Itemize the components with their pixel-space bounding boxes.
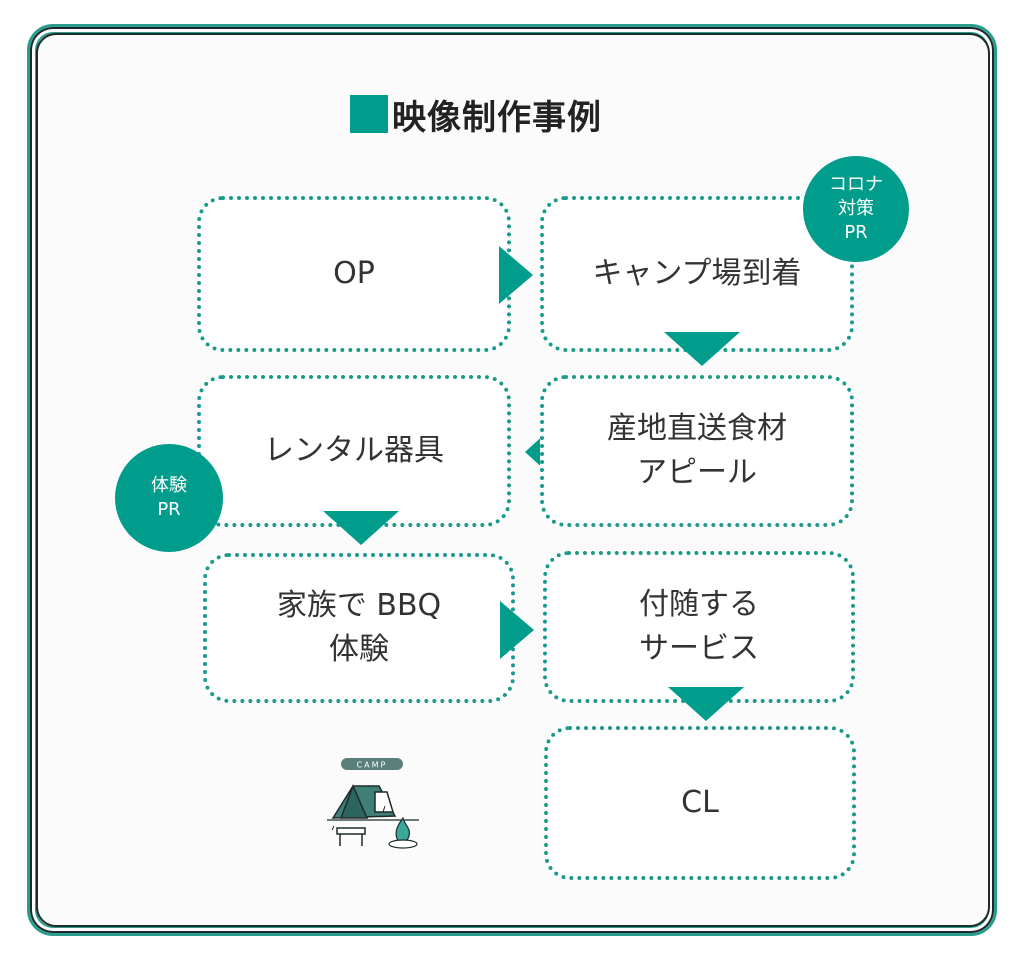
page-title: 映像制作事例	[350, 92, 602, 138]
step-bbq-line: 家族で BBQ	[276, 588, 442, 623]
step-local-food: 産地直送食材 アピール	[540, 375, 854, 527]
camp-tent-icon: CAMP	[327, 758, 419, 849]
badge-line: 対策	[838, 198, 874, 219]
badge-corona-pr: コロナ 対策 PR	[803, 156, 909, 262]
badge-line: 体験	[151, 475, 187, 496]
step-rental: レンタル器具	[197, 375, 511, 527]
step-bbq-line: 体験	[329, 632, 389, 667]
badge-line: コロナ	[829, 174, 883, 195]
step-bbq: 家族で BBQ 体験	[203, 553, 515, 703]
arrow-down-icon	[668, 687, 744, 721]
step-rental-label: レンタル器具	[264, 433, 444, 468]
step-services-line: サービス	[639, 631, 759, 666]
arrow-right-icon	[500, 601, 534, 659]
arrow-down-icon	[323, 511, 399, 545]
arrow-right-icon	[499, 246, 533, 304]
step-cl: CL	[544, 726, 856, 880]
step-op: OP	[197, 196, 511, 352]
step-local-food-line: 産地直送食材	[607, 411, 787, 446]
badge-line: PR	[844, 222, 868, 243]
step-arrival-label: キャンプ場到着	[592, 256, 802, 291]
title-text: 映像制作事例	[392, 97, 602, 138]
camp-label: CAMP	[357, 761, 388, 770]
camp-label-pill	[341, 758, 403, 770]
badge-line: PR	[157, 499, 181, 520]
step-local-food-line: アピール	[637, 455, 757, 490]
badge-experience-pr: 体験 PR	[115, 444, 223, 552]
step-cl-label: CL	[681, 785, 719, 820]
step-op-label: OP	[333, 256, 375, 291]
step-services-line: 付随する	[639, 587, 759, 622]
arrow-down-icon	[664, 332, 740, 366]
step-services: 付随する サービス	[543, 551, 855, 703]
title-square-icon	[350, 95, 388, 133]
